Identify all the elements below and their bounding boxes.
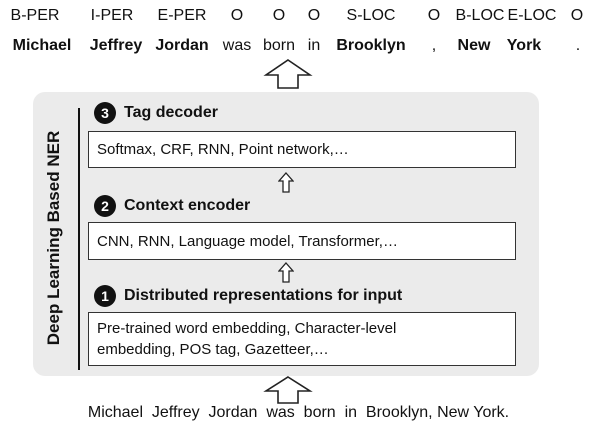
small-up-arrow-icon [278, 262, 294, 283]
sentence-word: in [307, 37, 321, 54]
input-representation-box: Pre-trained word embedding, Character-le… [88, 312, 516, 366]
stage-content-line: embedding, POS tag, Gazetteer,… [97, 341, 329, 358]
side-label-text: Deep Learning Based NER [44, 130, 63, 346]
tag-label: O [427, 7, 441, 24]
input-up-arrow-icon [263, 376, 313, 404]
entity-word: Michael [12, 37, 72, 54]
entity-word: Brooklyn [336, 37, 406, 54]
stage-number-badge: 3 [94, 102, 116, 124]
stage-content: CNN, RNN, Language model, Transformer,… [97, 232, 398, 250]
tag-label: E-PER [157, 7, 207, 24]
stage-number-badge: 1 [94, 285, 116, 307]
stage-title: Tag decoder [124, 104, 218, 121]
stage-title: Context encoder [124, 197, 251, 214]
tag-decoder-box: Softmax, CRF, RNN, Point network,… [88, 131, 516, 168]
entity-word: Jeffrey [89, 37, 143, 54]
tag-label: O [307, 7, 321, 24]
entity-word: York [506, 37, 542, 54]
tag-label: B-LOC [455, 7, 505, 24]
tag-label: S-LOC [346, 7, 396, 24]
tag-label: O [570, 7, 584, 24]
tag-label: I-PER [90, 7, 134, 24]
tag-label: B-PER [10, 7, 60, 24]
entity-word: Jordan [155, 37, 209, 54]
entity-word: New [457, 37, 491, 54]
sentence-word: , [431, 37, 437, 54]
small-up-arrow-icon [278, 172, 294, 193]
output-up-arrow-icon [263, 59, 313, 89]
tag-label: E-LOC [507, 7, 557, 24]
stage-title: Distributed representations for input [124, 287, 403, 304]
sentence-word: was [222, 37, 252, 54]
stage-content-line: Pre-trained word embedding, Character-le… [97, 320, 397, 337]
tag-label: O [230, 7, 244, 24]
input-sentence: Michael Jeffrey Jordan was born in Brook… [87, 404, 510, 421]
stage-number-badge: 2 [94, 195, 116, 217]
sentence-word: born [262, 37, 296, 54]
side-divider [78, 108, 80, 370]
stage-content: Softmax, CRF, RNN, Point network,… [97, 141, 349, 158]
sentence-word: . [575, 37, 581, 54]
context-encoder-box: CNN, RNN, Language model, Transformer,… [88, 222, 516, 260]
tag-label: O [272, 7, 286, 24]
